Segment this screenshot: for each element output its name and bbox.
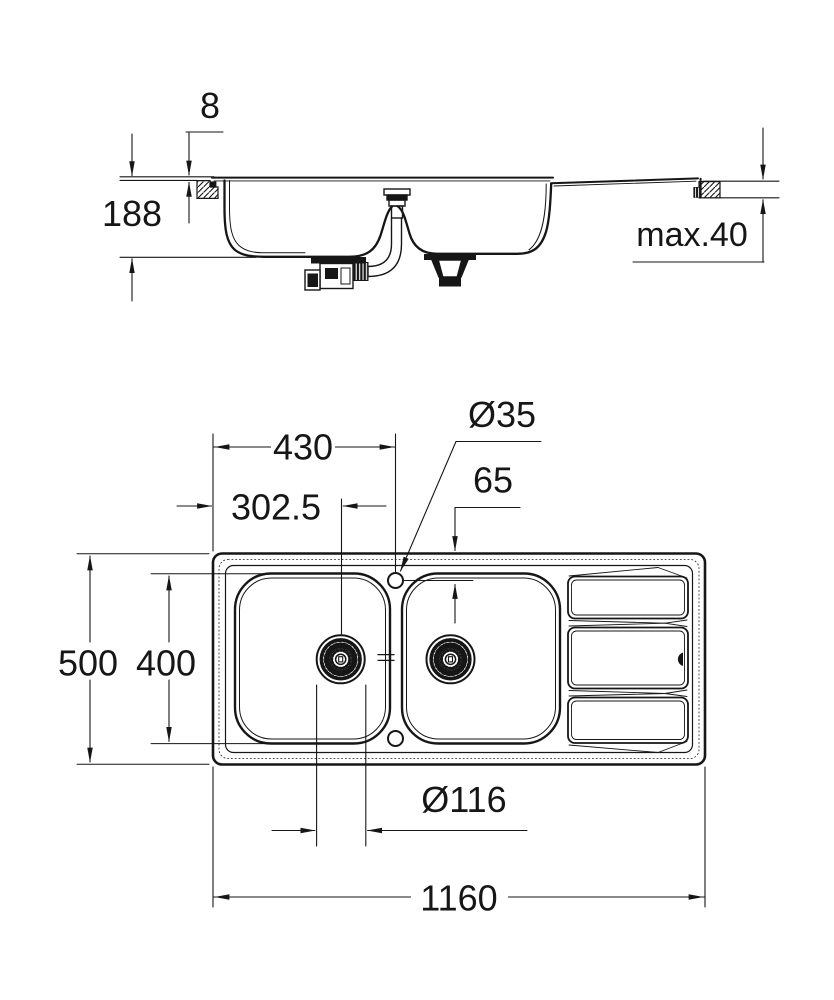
tap-hole — [387, 572, 404, 589]
dim-tap-offset-y-label: 65 — [473, 460, 513, 501]
dim-overall-length: 1160 — [212, 766, 706, 919]
plan-view: 430 302.5 Ø35 65 500 — [58, 394, 707, 919]
drain-trap-left — [304, 257, 366, 291]
dim-tap-center-x: 430 — [212, 427, 397, 573]
dim-tap-hole-dia-label: Ø35 — [468, 394, 536, 435]
dim-overall-depth-label: 500 — [58, 643, 118, 684]
sink-outline — [211, 552, 707, 766]
dim-worktop-thickness: max.40 — [632, 127, 766, 263]
dim-overall-length-label: 1160 — [420, 878, 497, 919]
worktop-section-left — [196, 180, 219, 199]
bowl-left-profile — [223, 179, 394, 258]
bowl-left — [233, 572, 392, 745]
dim-drain-center-x: 302.5 — [176, 487, 387, 635]
accessory-hole — [387, 730, 404, 747]
dim-tap-hole-dia: Ø35 — [399, 394, 542, 572]
dim-basin-depth-label: 188 — [102, 193, 162, 234]
drain-right — [425, 634, 476, 685]
drain-strainer-right — [424, 254, 476, 287]
dim-worktop-thickness-label: max.40 — [636, 216, 748, 254]
bowl-right-profile — [396, 182, 553, 255]
overflow-pipe — [351, 188, 411, 281]
drainboard-notch — [677, 652, 683, 666]
dim-tap-center-x-label: 430 — [273, 427, 333, 468]
dim-rim-height: 8 — [185, 85, 224, 224]
worktop-section-right — [693, 181, 721, 199]
dim-drain-dia: Ø116 — [271, 684, 528, 847]
dim-overall-depth: 500 — [58, 553, 210, 765]
drain-left — [315, 634, 366, 685]
drainboard-slope-lines — [568, 567, 688, 753]
dim-tap-offset-y: 65 — [403, 460, 521, 624]
dim-drain-dia-label: Ø116 — [421, 779, 506, 820]
dim-bowl-depth: 400 — [136, 573, 301, 745]
dim-basin-depth: 188 — [102, 133, 162, 302]
dim-rim-height-label: 8 — [200, 85, 220, 126]
dim-bowl-depth-label: 400 — [136, 643, 196, 684]
center-mark — [377, 653, 395, 662]
drainboard-ribs — [567, 567, 689, 753]
sink-profile — [211, 176, 702, 258]
bowl-right — [400, 572, 562, 745]
dim-drain-center-x-label: 302.5 — [231, 487, 321, 528]
side-view: 8 188 max.40 — [102, 85, 780, 302]
